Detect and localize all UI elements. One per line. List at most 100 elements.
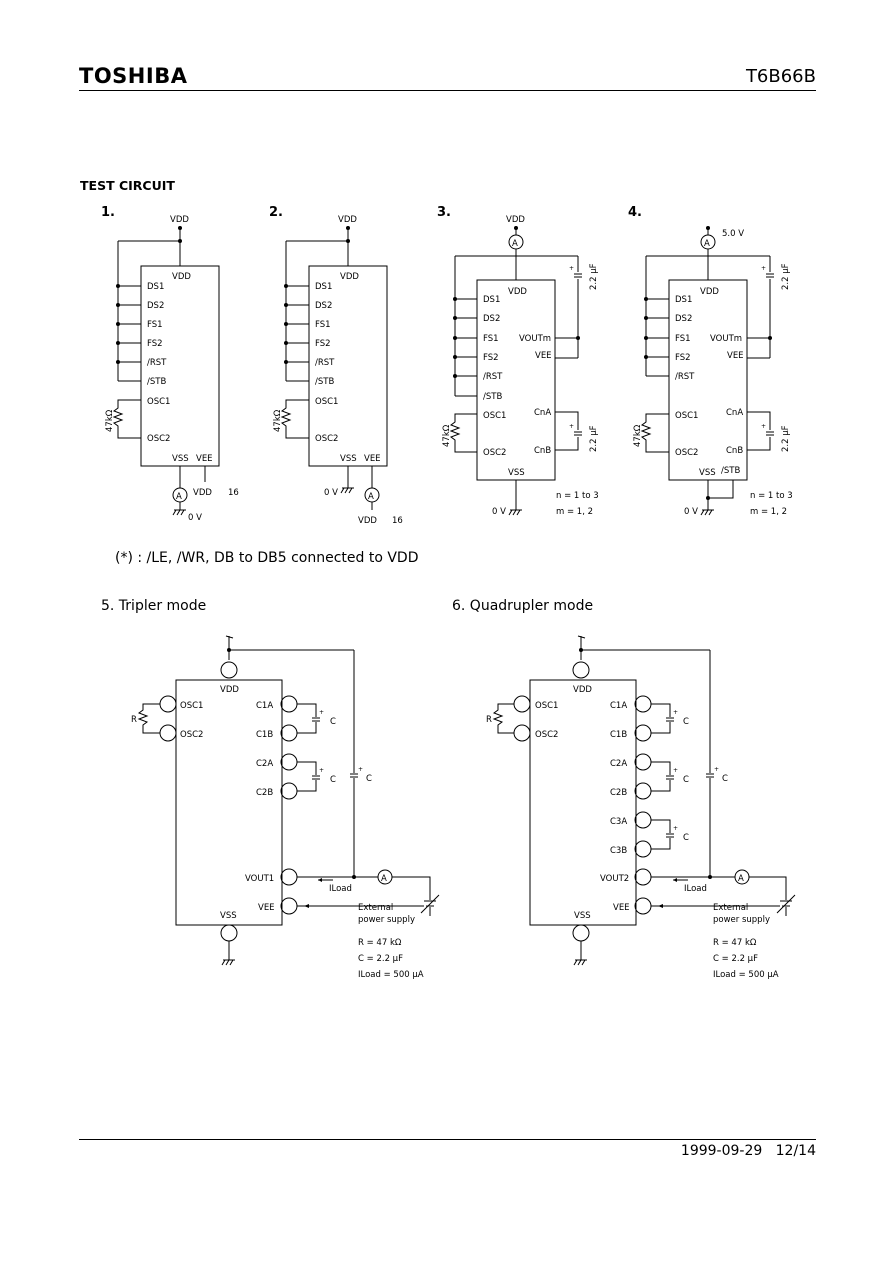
svg-text:2.2 μF: 2.2 μF [589, 425, 599, 452]
svg-text:OSC2: OSC2 [535, 730, 558, 740]
svg-text:VDD: VDD [573, 685, 592, 695]
svg-text:DS1: DS1 [315, 282, 332, 292]
svg-text:VOUTm: VOUTm [519, 334, 551, 344]
svg-text:47kΩ: 47kΩ [442, 424, 452, 447]
svg-text:C: C [330, 717, 336, 727]
svg-text:OSC1: OSC1 [483, 411, 506, 421]
svg-text:/STB: /STB [721, 466, 740, 476]
svg-text:OSC1: OSC1 [535, 701, 558, 711]
quadrupler-circuit: VDD R OSC1 OSC2 C1A C1B C2A C2B C3A C3B … [486, 635, 796, 980]
osc1-label: OSC1 [180, 701, 203, 711]
svg-text:CnB: CnB [726, 446, 743, 456]
test-circuits-diagram: VDD VDD DS1 DS2 FS1 FS2 /RST /STB OSC1 O… [105, 215, 793, 526]
svg-text:R: R [131, 715, 137, 725]
svg-text:47kΩ: 47kΩ [633, 424, 643, 447]
mode-circuits-diagram: VDD R OSC1 OSC2 C1A C1B C2A C2B +C +C +C… [131, 635, 796, 980]
svg-text:DS1: DS1 [675, 295, 692, 305]
spec-c: C = 2.2 μF [358, 954, 403, 964]
c2b-label: C2B [256, 788, 273, 798]
vdd-label: VDD [170, 215, 189, 225]
vdd-label-bottom: VDD [193, 488, 212, 498]
svg-text:/RST: /RST [483, 372, 503, 382]
tripler-title: 5. Tripler mode [101, 598, 207, 614]
svg-text:VEE: VEE [364, 454, 381, 464]
svg-text:DS2: DS2 [315, 301, 332, 311]
svg-text:VOUTm: VOUTm [710, 334, 742, 344]
svg-text:C2A: C2A [610, 759, 627, 769]
svg-text:/STB: /STB [483, 392, 502, 402]
svg-text:ILoad = 500 μA: ILoad = 500 μA [713, 970, 779, 980]
svg-text:C: C [330, 775, 336, 785]
circuit-3-number: 3. [437, 205, 451, 220]
supply-label: 5.0 V [722, 229, 744, 239]
svg-text:DS2: DS2 [483, 314, 500, 324]
brand-logo: TOSHIBA [79, 64, 188, 88]
svg-text:0 V: 0 V [492, 507, 506, 517]
svg-text:/RST: /RST [675, 372, 695, 382]
svg-text:+: + [319, 709, 324, 716]
svg-text:VSS: VSS [574, 911, 591, 921]
iload-label: ILoad [329, 884, 352, 894]
svg-text:C: C [683, 775, 689, 785]
part-number: T6B66B [745, 66, 816, 87]
svg-text:VEE: VEE [727, 351, 744, 361]
footer-rule [79, 1139, 816, 1140]
svg-text:FS1: FS1 [675, 334, 691, 344]
rst-label: /RST [147, 358, 167, 368]
fs2-label: FS2 [147, 339, 163, 349]
svg-text:VDD: VDD [358, 516, 377, 526]
fs1-label: FS1 [147, 320, 163, 330]
header-rule [79, 90, 816, 91]
ds1-label: DS1 [147, 282, 164, 292]
svg-text:+: + [673, 825, 678, 832]
svg-text:A: A [704, 239, 710, 249]
svg-text:0 V: 0 V [684, 507, 698, 517]
svg-text:OSC2: OSC2 [315, 434, 338, 444]
svg-text:A: A [512, 239, 518, 249]
svg-text:FS2: FS2 [675, 353, 691, 363]
ground-label: 0 V [188, 513, 202, 523]
svg-text:C3A: C3A [610, 817, 627, 827]
svg-text:+: + [714, 766, 719, 773]
section-title: TEST CIRCUIT [80, 178, 175, 193]
svg-text:C = 2.2 μF: C = 2.2 μF [713, 954, 758, 964]
svg-text:A: A [368, 492, 374, 502]
svg-text:FS1: FS1 [315, 320, 331, 330]
spec-r: R = 47 kΩ [358, 938, 402, 948]
osc1-label: OSC1 [147, 397, 170, 407]
circuit-4: 5.0 V A + 2.2 μF VDD DS1 DS2 FS1 FS2 /RS… [633, 226, 793, 517]
vdd-pin-label: VDD [172, 272, 191, 282]
svg-text:VDD: VDD [340, 272, 359, 282]
quadrupler-title: 6. Quadrupler mode [452, 598, 594, 614]
svg-text:CnB: CnB [534, 446, 551, 456]
svg-text:R: R [486, 715, 492, 725]
svg-text:FS1: FS1 [483, 334, 499, 344]
circuit-4-number: 4. [628, 205, 642, 220]
footer-date: 1999-09-29 [680, 1143, 763, 1159]
vss-label: VSS [172, 454, 189, 464]
svg-text:C: C [683, 833, 689, 843]
footer: 1999-09-29 12/14 [681, 1143, 816, 1159]
svg-text:OSC2: OSC2 [483, 448, 506, 458]
svg-text:+: + [673, 709, 678, 716]
c1b-label: C1B [256, 730, 273, 740]
svg-text:power supply: power supply [713, 915, 770, 925]
stb-label: /STB [147, 377, 166, 387]
ext-supply-2: power supply [358, 915, 415, 925]
svg-text:OSC1: OSC1 [315, 397, 338, 407]
connection-note: (*) : /LE, /WR, DB to DB5 connected to V… [115, 550, 419, 566]
svg-text:2.2 μF: 2.2 μF [781, 425, 791, 452]
c2a-label: C2A [256, 759, 273, 769]
circuit-1-number: 1. [101, 205, 115, 220]
vss-label: VSS [220, 911, 237, 921]
vee-label: VEE [258, 903, 275, 913]
vee-label: VEE [196, 454, 213, 464]
svg-text:+: + [319, 767, 324, 774]
svg-text:0 V: 0 V [324, 488, 338, 498]
svg-text:+: + [761, 265, 766, 272]
svg-text:C: C [366, 774, 372, 784]
ds2-label: DS2 [147, 301, 164, 311]
svg-text:DS1: DS1 [483, 295, 500, 305]
svg-text:VDD: VDD [508, 287, 527, 297]
svg-text:A: A [381, 874, 387, 884]
